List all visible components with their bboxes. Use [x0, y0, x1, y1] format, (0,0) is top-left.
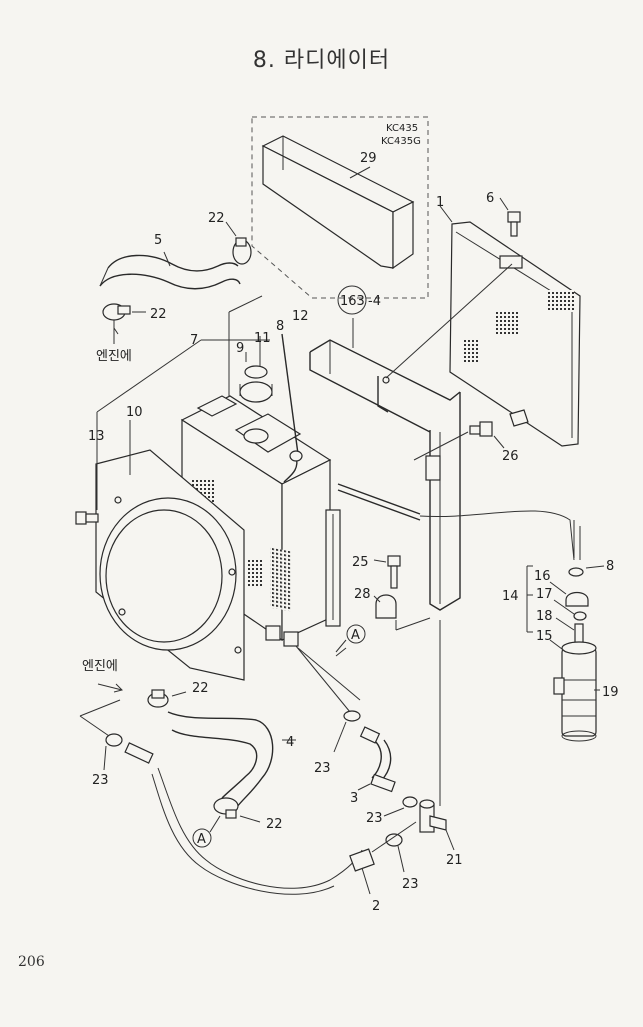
pipe-18: [574, 623, 584, 645]
bolt-6: [507, 211, 521, 223]
callout-a-upper: [346, 624, 366, 644]
part-number-26: 26: [502, 449, 519, 464]
clamp-23-left: [105, 733, 123, 747]
part-number-28: 28: [354, 587, 371, 602]
part-number-22: 22: [208, 211, 225, 226]
part-number-6: 6: [486, 191, 494, 206]
shroud-box-29: [261, 135, 415, 270]
radiator-frame-12: [309, 339, 461, 611]
part-number-2: 2: [372, 899, 380, 914]
part-number-22: 22: [150, 307, 167, 322]
fan-shroud-10: [95, 449, 245, 681]
to-engine-label-upper: 엔진에: [96, 349, 132, 364]
part-number-8: 8: [276, 319, 284, 334]
clip-28: [375, 594, 397, 619]
part-number-23: 23: [92, 773, 109, 788]
radiator-screen-1: [449, 221, 581, 447]
svg-text:163: 163: [340, 294, 365, 309]
part-number-13: 13: [88, 429, 105, 444]
part-number-8: 8: [606, 559, 614, 574]
svg-text:-4: -4: [368, 294, 381, 309]
part-number-25: 25: [352, 555, 369, 570]
clamp-8-tank: [568, 567, 584, 577]
page-title: 8. 라디에이터: [252, 48, 391, 73]
nipple-left: [124, 742, 154, 764]
cap-9: [244, 365, 268, 379]
part-number-1: 1: [436, 195, 444, 210]
part-number-labels: 1 2 3 4 5 6 7 8 8 9 10 11 12 13 14 15 16…: [88, 151, 619, 914]
svg-text:A: A: [351, 628, 360, 643]
overflow-pipe-8: [281, 333, 299, 455]
part-number-29: 29: [360, 151, 377, 166]
bolt-26: [469, 425, 481, 435]
optional-kit-outline: [251, 116, 429, 299]
clamp-23-mid: [402, 796, 418, 808]
page-number: 206: [18, 954, 45, 970]
svg-text:A: A: [197, 832, 206, 847]
part-number-22: 22: [266, 817, 283, 832]
part-number-23: 23: [366, 811, 383, 826]
reserve-tank-15: [553, 641, 597, 742]
drain-cock-21: [419, 799, 447, 833]
part-number-12: 12: [292, 309, 309, 324]
part-number-21: 21: [446, 853, 463, 868]
part-number-4: 4: [286, 735, 294, 750]
part-number-23: 23: [314, 761, 331, 776]
part-number-23: 23: [402, 877, 419, 892]
clamp-23-lower: [385, 833, 403, 847]
part-number-16: 16: [534, 569, 551, 584]
seal-17: [573, 611, 587, 621]
part-number-9: 9: [236, 341, 244, 356]
nipple-2: [349, 848, 375, 872]
part-number-15: 15: [536, 629, 553, 644]
part-number-19: 19: [602, 685, 619, 700]
stay-rod-12: [337, 483, 421, 515]
model-label-kc435g: KC435G: [381, 136, 421, 147]
part-number-10: 10: [126, 405, 143, 420]
part-number-7: 7: [190, 333, 198, 348]
part-number-14: 14: [502, 589, 519, 604]
ref-circle-163: [337, 285, 367, 315]
part-number-5: 5: [154, 233, 162, 248]
part-number-11: 11: [254, 331, 271, 346]
clamp-23-upper: [343, 710, 361, 722]
drain-pipe-3: [370, 773, 396, 793]
to-engine-label-lower: 엔진에: [82, 659, 118, 674]
lower-hose-4: [167, 711, 274, 809]
part-number-3: 3: [350, 791, 358, 806]
part-number-22: 22: [192, 681, 209, 696]
model-label-kc435: KC435: [386, 123, 418, 134]
part-number-17: 17: [536, 587, 553, 602]
bolt-13: [75, 511, 87, 525]
callout-a-lower: [192, 828, 212, 848]
tank-cap-16: [565, 591, 589, 607]
part-number-18: 18: [536, 609, 553, 624]
upper-hose-5: [107, 254, 239, 272]
bolt-25: [387, 555, 401, 567]
drain-fitting: [265, 625, 281, 641]
